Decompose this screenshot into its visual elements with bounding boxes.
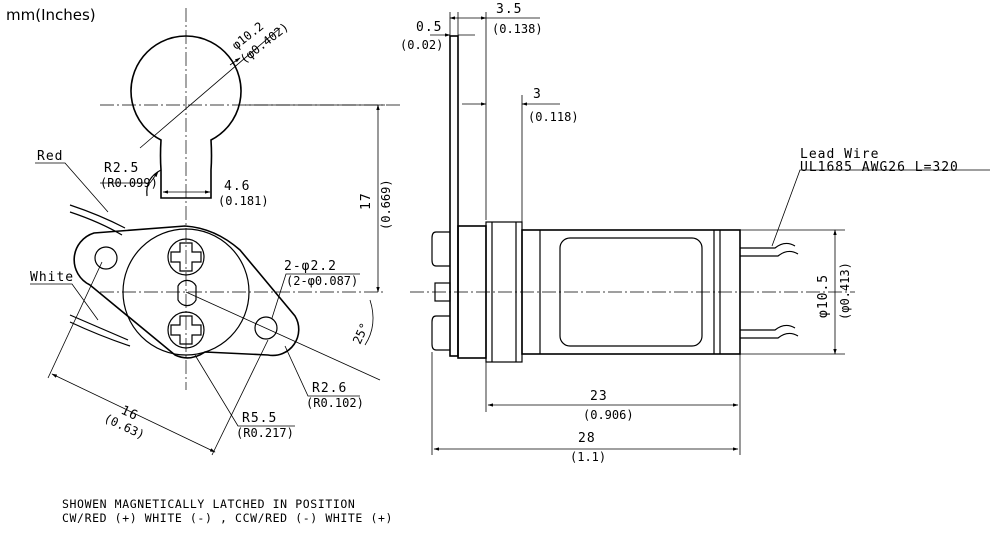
screw-top [167, 238, 205, 276]
dim-plate-thk: 0.5 [416, 20, 442, 35]
body-circle [122, 228, 250, 356]
shaft [434, 282, 451, 302]
dim-body-radius-in: (R0.217) [236, 426, 294, 440]
white-wire [69, 314, 129, 341]
dim-offset-a: 3.5 [496, 2, 522, 17]
dim-body-radius: R5.5 [242, 411, 277, 426]
dim-body-dia: φ10.5 [816, 274, 831, 318]
wire-red-label: Red [37, 149, 63, 164]
lever-arm [130, 35, 242, 199]
lead-wire-spec: UL1685 AWG26 L=320 [800, 160, 959, 175]
dim-holes: 2-φ2.2 [284, 259, 337, 274]
dim-offset-b: 3 [533, 87, 542, 102]
dim-neck-width: 4.6 [224, 179, 250, 194]
dim-offset-b-in: (0.118) [528, 110, 579, 124]
dim-plate-thk-in: (0.02) [400, 38, 443, 52]
screw-head-top [431, 231, 450, 267]
dim-height-in: (0.669) [379, 179, 393, 230]
dim-total-length: 28 [578, 431, 596, 446]
dim-holes-in: (2-φ0.087) [286, 274, 358, 288]
note-line-2: CW/RED (+) WHITE (-) , CCW/RED (-) WHITE… [62, 511, 394, 525]
actuator-body [521, 229, 741, 355]
mounting-flange [73, 225, 300, 359]
dim-offset-a-in: (0.138) [492, 22, 543, 36]
body-label-area [559, 237, 703, 347]
mount-hole-left [94, 246, 118, 270]
mount-hole-right [254, 316, 278, 340]
side-view: Lead Wire UL1685 AWG26 L=320 φ10.5 (φ0.4… [400, 2, 990, 464]
note-line-1: SHOWEN MAGNETICALLY LATCHED IN POSITION [62, 497, 356, 511]
units-label: mm(Inches) [6, 6, 96, 24]
dim-angle: 25° [350, 321, 372, 347]
dim-neck-width-in: (0.181) [218, 194, 269, 208]
dim-neck-radius: R2.5 [104, 161, 139, 176]
dim-neck-radius-in: (R0.099) [100, 176, 158, 190]
shaft-slot [177, 279, 197, 307]
lever-plate [449, 35, 459, 357]
red-wire [69, 204, 126, 229]
dim-height: 17 [359, 192, 374, 210]
dim-ear-radius: R2.6 [312, 381, 347, 396]
lead-wire-label: Lead Wire [800, 147, 879, 162]
dim-total-length-in: (1.1) [570, 450, 606, 464]
dim-hole-span: 16 [118, 403, 140, 424]
screw-bottom [167, 311, 205, 349]
dim-body-length: 23 [590, 389, 608, 404]
screw-head-bottom [431, 315, 450, 351]
lead-wire-1 [740, 242, 796, 249]
front-view: Red White φ10.2 (φ0.402) R2.5 (R0.099) 4… [30, 8, 400, 456]
wire-white-label: White [30, 270, 74, 285]
dim-ear-radius-in: (R0.102) [306, 396, 364, 410]
dim-body-dia-in: (φ0.413) [838, 262, 852, 320]
lead-wire-2 [740, 324, 796, 331]
dim-body-length-in: (0.906) [583, 408, 634, 422]
